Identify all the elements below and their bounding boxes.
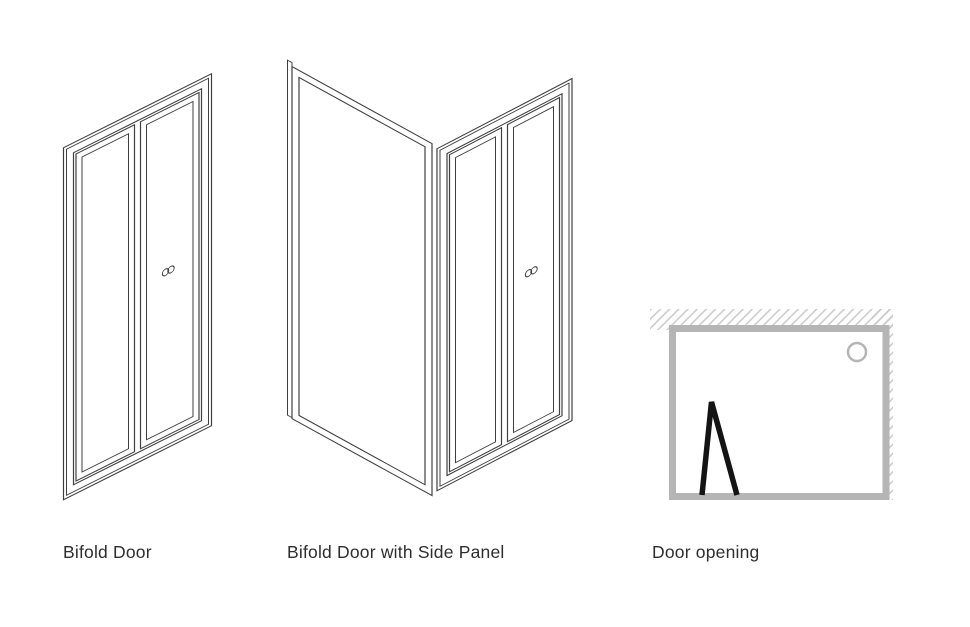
side-panel-figure — [287, 59, 433, 497]
bifold-door-swing-icon — [699, 401, 740, 496]
side-panel-wall-profile — [287, 59, 293, 419]
door-handle-icon — [161, 268, 170, 277]
door-leaf-right — [139, 91, 200, 450]
side-panel-outer-frame — [291, 65, 433, 497]
door-outer-frame — [436, 77, 573, 492]
door-handle-icon — [530, 266, 538, 275]
bifold-door-label: Bifold Door — [63, 542, 152, 562]
door-leaf-right-glass — [513, 105, 554, 434]
bifold-door-with-panel-door — [436, 77, 573, 492]
door-frame-depth-line — [66, 77, 209, 496]
door-leaf-left-glass — [81, 133, 129, 473]
bifold-door-figure — [62, 72, 213, 501]
door-frame-opening — [446, 92, 563, 477]
side-panel-glass — [298, 76, 426, 486]
door-leaf-right-glass — [146, 100, 194, 441]
door-opening-figure — [650, 309, 893, 500]
door-frame-opening — [72, 87, 203, 486]
door-opening-label: Door opening — [652, 542, 760, 562]
door-frame-depth-line — [439, 82, 570, 487]
door-leaf-right — [506, 96, 561, 443]
door-leaf-left-glass — [455, 136, 496, 464]
bifold-door-with-side-panel-label: Bifold Door with Side Panel — [287, 542, 505, 562]
wall-hatch-top — [650, 309, 893, 330]
door-outer-frame — [62, 72, 213, 501]
waste-drain-icon — [846, 341, 868, 363]
door-leaf-left — [448, 126, 503, 473]
door-handle-icon — [524, 269, 533, 278]
door-handle-icon — [167, 265, 175, 274]
door-leaf-left — [75, 123, 136, 482]
